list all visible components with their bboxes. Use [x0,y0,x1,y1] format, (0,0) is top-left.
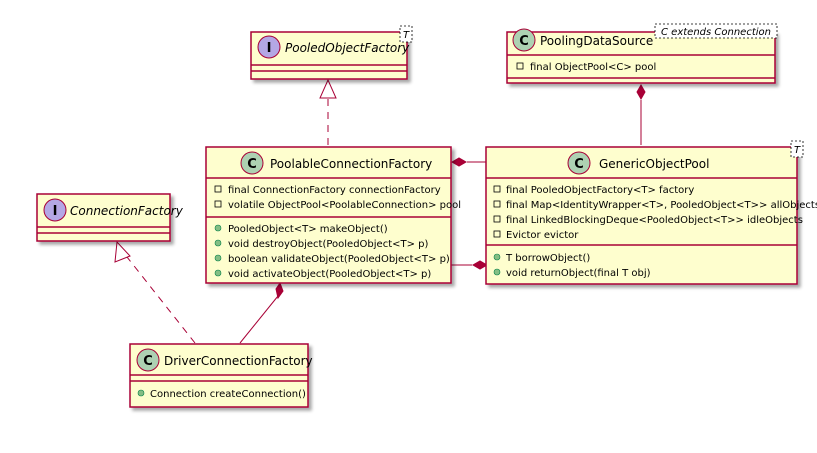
class-name: PoolingDataSource [540,34,653,48]
class-name: PooledObjectFactory [285,41,410,55]
class-connection-factory[interactable]: I ConnectionFactory [36,193,184,242]
private-field-icon [493,215,501,223]
field: final Map<IdentityWrapper<T>, PooledObje… [506,200,817,211]
public-method-icon [214,254,222,262]
interface-icon: I [257,35,281,59]
public-method-icon [214,224,222,232]
private-field-icon [516,62,524,70]
field: volatile ObjectPool<PoolableConnection> … [228,200,461,211]
type-parameter: C extends Connection [661,27,771,38]
realization-edge-pooled-object-factory [319,78,337,145]
svg-text:C: C [247,157,257,172]
class-icon: C [136,348,160,372]
class-generic-object-pool[interactable]: C GenericObjectPool T final PooledObject… [485,140,817,285]
method: PooledObject<T> makeObject() [228,224,388,235]
class-poolable-connection-factory[interactable]: C PoolableConnectionFactory final Connec… [205,146,461,284]
composition-edge-factory-driver [239,281,284,344]
field: final ObjectPool<C> pool [530,62,656,73]
public-method-icon [493,268,501,276]
field: Evictor evictor [506,230,579,241]
class-name: ConnectionFactory [70,204,184,218]
method: void activateObject(PooledObject<T> p) [228,269,431,280]
private-field-icon [493,185,501,193]
class-pooled-object-factory[interactable]: I PooledObjectFactory T [250,25,413,80]
svg-text:I: I [267,41,272,56]
public-method-icon [214,239,222,247]
svg-text:I: I [53,204,58,219]
svg-text:C: C [574,157,584,172]
type-parameter: T [794,145,801,156]
field: final ConnectionFactory connectionFactor… [228,185,441,196]
private-field-icon [214,185,222,193]
method: boolean validateObject(PooledObject<T> p… [228,254,450,265]
composition-edge-factory-pool-top [450,157,486,167]
class-driver-connection-factory[interactable]: C DriverConnectionFactory Connection cre… [129,343,313,408]
class-icon: C [240,151,264,175]
svg-text:C: C [143,354,153,369]
class-icon: C [512,28,536,52]
class-name: DriverConnectionFactory [164,354,313,368]
public-method-icon [214,269,222,277]
class-name: GenericObjectPool [599,157,709,171]
field: final LinkedBlockingDeque<PooledObject<T… [506,215,803,226]
private-field-icon [214,200,222,208]
class-pooling-data-source[interactable]: C PoolingDataSource C extends Connection… [506,23,778,84]
class-name: PoolableConnectionFactory [270,157,432,171]
composition-edge-pool-factory-bottom [451,260,489,270]
public-method-icon [493,253,501,261]
field: final PooledObjectFactory<T> factory [506,185,694,196]
class-icon: C [567,151,591,175]
private-field-icon [493,200,501,208]
svg-text:C: C [519,34,529,49]
method: Connection createConnection() [150,389,306,400]
method: T borrowObject() [505,253,590,264]
type-parameter: T [403,30,410,41]
composition-edge-data-source-pool [636,83,646,145]
method: void returnObject(final T obj) [506,268,651,279]
private-field-icon [493,230,501,238]
method: void destroyObject(PooledObject<T> p) [228,239,429,250]
interface-icon: I [43,198,67,222]
realization-edge-connection-factory [114,240,196,344]
public-method-icon [137,389,145,397]
